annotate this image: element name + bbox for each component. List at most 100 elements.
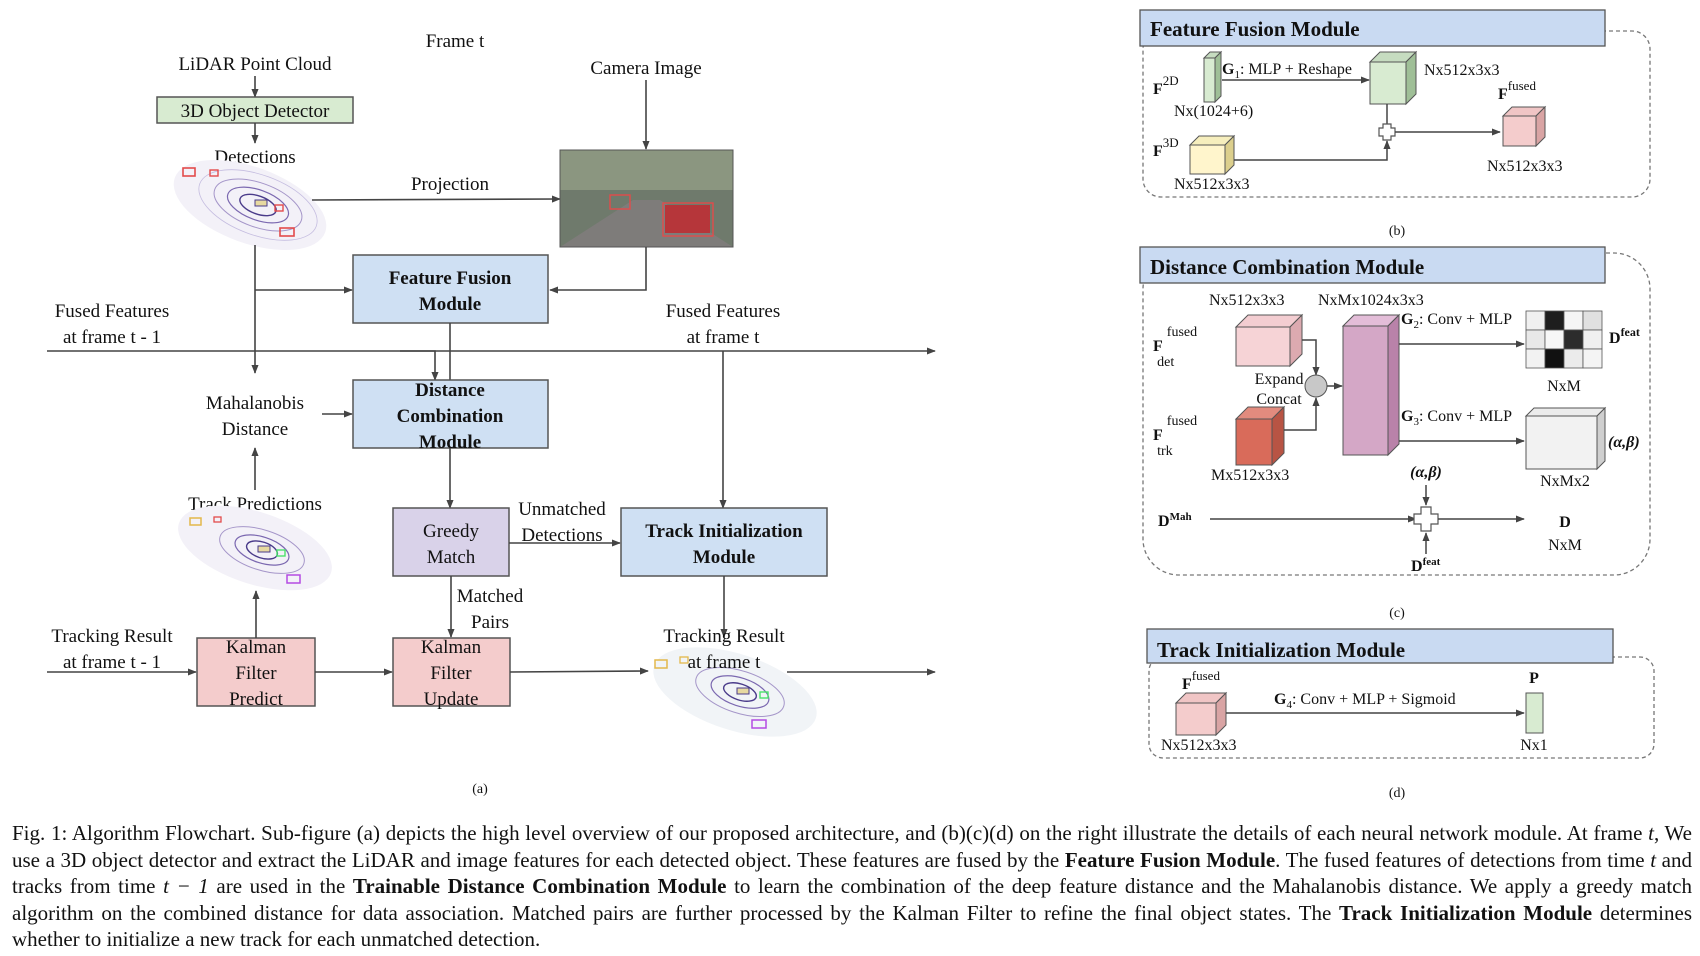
- greedy-match-box: [392, 507, 510, 577]
- panel-d-title: Track Initialization Module: [1157, 638, 1405, 662]
- distance-comb-line1: Distance: [415, 380, 485, 401]
- caption-part: determines whether to initialize a new t…: [12, 900, 1692, 952]
- d-dim: NxM: [1548, 537, 1582, 554]
- panel-c: Distance Combination Module Nx512x3x3 Nx…: [1139, 246, 1651, 621]
- caption-part: and tracks from time: [12, 847, 1692, 899]
- kalman-predict-box: [196, 637, 316, 707]
- track-init-line2: Module: [693, 547, 755, 568]
- mahalanobis-line2: Distance: [222, 419, 288, 440]
- dfeat-bottom-label: Dfeat: [1411, 556, 1441, 575]
- feature-fusion-box: [352, 254, 549, 324]
- distance-comb-line2: Combination: [397, 406, 504, 427]
- panel-b-frame: [1142, 30, 1651, 198]
- ffused-d-label: Ffused: [1182, 668, 1220, 693]
- fused-cur-line1: Fused Features: [666, 301, 781, 322]
- unmatched-line2: Detections: [521, 525, 602, 546]
- dim-2d: Nx(1024+6): [1174, 103, 1253, 120]
- trk-fused-cube: [1234, 405, 1286, 467]
- caption-bold-fusion: Feature Fusion Module: [1064, 847, 1276, 872]
- track-initialization-box: [620, 507, 828, 577]
- matched-line2: Pairs: [471, 612, 509, 633]
- panel-d-title-tab: [1146, 628, 1614, 664]
- kf-update-line3: Update: [424, 689, 479, 710]
- panel-c-title-tab: [1139, 246, 1606, 284]
- distance-comb-line3: Module: [419, 432, 481, 453]
- det-fused-cube: [1234, 313, 1304, 368]
- caption-part: , We use a 3D object detector and extrac…: [12, 821, 1692, 872]
- alpha-beta-right: (α,β): [1608, 434, 1640, 451]
- caption-bold-distance: Trainable Distance Combination Module: [352, 874, 727, 898]
- combine-operator-icon: [1413, 506, 1439, 532]
- dfeat-matrix: [1525, 310, 1603, 369]
- concat-node: [1304, 374, 1328, 398]
- figure-caption: Fig. 1: Algorithm Flowchart. Sub-figure …: [12, 820, 1692, 953]
- kf-predict-line2: Filter: [235, 663, 277, 684]
- feature-fusion-line1: Feature Fusion: [389, 268, 512, 289]
- panel-d: Track Initialization Module Ffused Nx512…: [1146, 628, 1655, 801]
- caption-part: Fig. 1: Algorithm Flowchart. Sub-figure …: [12, 821, 1649, 845]
- fused-prev-line1: Fused Features: [55, 301, 170, 322]
- unmatched-line1: Unmatched: [518, 499, 606, 520]
- tracking-prev-line2: at frame t - 1: [63, 652, 161, 673]
- lidar-tracking-result-image: [653, 647, 817, 737]
- dim-3d: Nx512x3x3: [1174, 176, 1250, 193]
- caption-part: are used in the: [208, 874, 353, 898]
- d-label: D: [1559, 514, 1571, 531]
- lidar-track-predictions-image: [178, 505, 332, 591]
- dim-out-d: Nx1: [1520, 737, 1548, 754]
- tracking-prev-line1: Tracking Result: [51, 626, 173, 647]
- camera-label: Camera Image: [590, 58, 701, 79]
- fused-cur-line2: at frame t: [687, 327, 761, 348]
- dmah-label: DMah: [1158, 511, 1192, 530]
- tracking-cur-line1: Tracking Result: [663, 626, 785, 647]
- fused-output-cube: [1501, 105, 1547, 148]
- object-detector-label: 3D Object Detector: [181, 101, 330, 122]
- caption-var-tm1: t − 1: [163, 874, 209, 898]
- g3-label: G3: Conv + MLP: [1401, 408, 1512, 428]
- caption-bold-init: Track Initialization Module: [1339, 900, 1593, 925]
- dim-in-d: Nx512x3x3: [1161, 737, 1237, 754]
- caption-var-t: t: [1648, 821, 1654, 845]
- p-output-vector: [1525, 692, 1544, 734]
- g1-label: G1: MLP + Reshape: [1222, 61, 1352, 81]
- mahalanobis-line1: Mahalanobis: [206, 393, 304, 414]
- frame-label: Frame t: [426, 31, 485, 52]
- feature-fusion-line2: Module: [419, 294, 481, 315]
- caption-part: to learn the combination of the deep fea…: [12, 874, 1692, 925]
- dfeat-label: Dfeat: [1609, 325, 1640, 347]
- nxm-feature-block: [1341, 313, 1401, 457]
- g4-label: G4: Conv + MLP + Sigmoid: [1274, 691, 1456, 711]
- dim-trk: Mx512x3x3: [1211, 467, 1289, 484]
- kf-update-line2: Filter: [430, 663, 472, 684]
- f2d-label: F2D: [1153, 73, 1179, 98]
- expand-label: Expand: [1255, 371, 1304, 388]
- kf-predict-line3: Predict: [229, 689, 284, 710]
- fused-prev-line2: at frame t - 1: [63, 327, 161, 348]
- caption-var-t: t: [1650, 847, 1657, 872]
- kalman-update-box: [392, 637, 511, 707]
- greedy-line1: Greedy: [423, 521, 479, 542]
- panel-b-title-tab: [1139, 9, 1606, 47]
- dim-out: Nx512x3x3: [1487, 158, 1563, 175]
- kf-update-line1: Kalman: [421, 637, 482, 658]
- ffused-label: Ffused: [1498, 78, 1536, 103]
- g2-label: G2: Conv + MLP: [1401, 311, 1512, 331]
- matched-line1: Matched: [457, 586, 524, 607]
- lidar-label: LiDAR Point Cloud: [178, 54, 332, 75]
- camera-image: [559, 149, 734, 248]
- f3d-cube: [1188, 134, 1236, 176]
- kf-predict-line1: Kalman: [226, 637, 287, 658]
- panel-c-caption: (c): [1389, 606, 1405, 621]
- alpha-beta-top: (α,β): [1410, 464, 1442, 481]
- greedy-line2: Match: [427, 547, 476, 568]
- panel-d-caption: (d): [1389, 786, 1406, 801]
- panel-b: Feature Fusion Module F2D Nx(1024+6) G1:…: [1139, 9, 1651, 239]
- f2d-vector: [1202, 50, 1223, 104]
- track-init-input-cube: [1174, 691, 1228, 737]
- distance-combination-box: [352, 379, 549, 449]
- panel-c-title: Distance Combination Module: [1150, 255, 1424, 279]
- alpha-beta-block: [1524, 406, 1607, 471]
